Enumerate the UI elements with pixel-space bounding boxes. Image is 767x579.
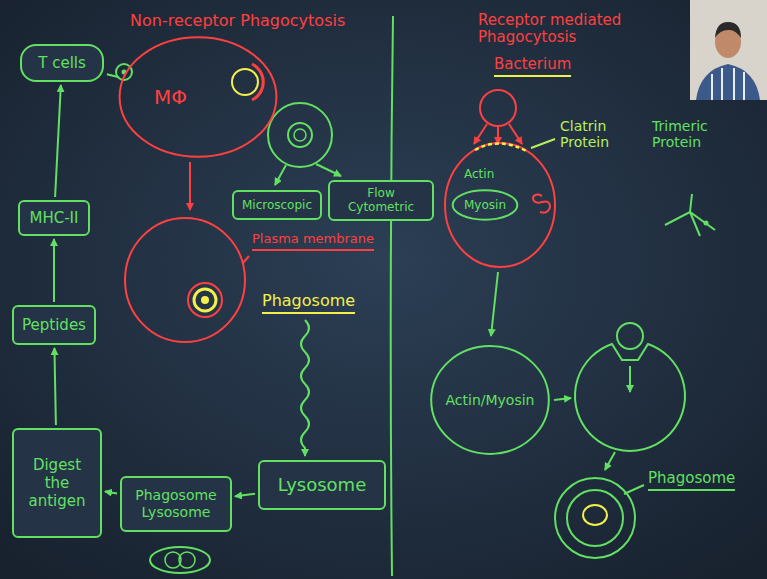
node-text: MΦ: [154, 85, 187, 109]
method-arrow: [275, 165, 286, 185]
node-text: Lysosome: [278, 474, 366, 496]
part-label: Bacterium: [494, 56, 571, 77]
process-box: Peptides: [12, 305, 96, 345]
clathrin-coat: [475, 143, 528, 152]
section-title: Receptor mediated Phagocytosis: [478, 12, 648, 47]
phagosome-ring: [188, 283, 222, 317]
leader-line: [243, 256, 249, 263]
phagosome-outline: [567, 490, 623, 546]
leader-line: [531, 139, 555, 148]
presenter-hair: [715, 22, 741, 38]
coil-symbol: [533, 195, 550, 213]
node-text: Microscopic: [242, 198, 312, 212]
shirt-stripes: [712, 68, 744, 100]
trimeric-dot: [704, 221, 709, 226]
node-ellipse: [453, 190, 518, 219]
cell-circle: Actin/Myosin: [430, 345, 550, 455]
cell-outline: [555, 478, 635, 558]
step-arrow: [605, 452, 615, 470]
node-text: Peptides: [22, 316, 86, 334]
section-title: Non-receptor Phagocytosis: [130, 12, 345, 30]
node-text: Phagosome Lysosome: [128, 487, 224, 521]
stage-label: Phagosome: [648, 470, 735, 491]
connector-arrow: [107, 74, 119, 77]
node-ellipse: [120, 37, 277, 157]
node-text: T cells: [38, 54, 86, 72]
divider-line: [391, 16, 393, 576]
trimeric-symbol: [665, 194, 715, 236]
node-text: Digest the antigen: [20, 456, 94, 510]
presenter-video: [690, 0, 767, 100]
step-arrow: [491, 272, 498, 336]
antigen-particle: [232, 69, 258, 95]
video-ground: [690, 0, 767, 100]
cell-box: T cells: [20, 44, 104, 82]
process-box: Digest the antigen: [12, 428, 102, 538]
connector-arrow: [53, 239, 55, 302]
step-arrow: [629, 366, 631, 392]
process-box: Phagosome Lysosome: [120, 476, 232, 532]
binding-arrow: [509, 124, 522, 144]
engulfing-cell: [575, 344, 685, 451]
macrophage-cell: MΦ: [118, 36, 278, 158]
engulfed-particle: [617, 323, 643, 349]
membrane-engulf: [252, 64, 263, 100]
particle-core: [201, 296, 209, 304]
connector-arrow: [235, 494, 255, 497]
fusion-sketch: [150, 547, 210, 573]
cell-outline: [268, 103, 332, 167]
node-text: Myosin: [464, 198, 506, 212]
wavy-arrow: [301, 320, 309, 456]
presenter-shirt: [696, 64, 760, 100]
organelle-box: Lysosome: [258, 460, 386, 510]
part-label: Actin: [464, 168, 494, 182]
connector-arrow: [54, 348, 55, 425]
stage-label: Phagosome: [262, 292, 355, 314]
node-outline: [118, 36, 278, 158]
protein-circle: Myosin: [452, 190, 518, 220]
cell-outline: [445, 143, 555, 267]
engulfed-particle: [583, 505, 607, 525]
leader-line: [624, 485, 644, 494]
method-box: Microscopic: [232, 190, 322, 220]
binding-arrow: [497, 127, 499, 144]
part-label: Plasma membrane: [252, 232, 374, 251]
bacterium-symbol: [480, 90, 516, 126]
step-arrow: [554, 398, 571, 400]
process-box: MHC-II: [18, 200, 90, 236]
method-box: Flow Cytometric: [328, 180, 434, 221]
connector-arrow: [55, 85, 61, 197]
method-arrow: [316, 164, 341, 176]
node-text: Flow Cytometric: [336, 186, 426, 215]
node-ellipse: [431, 346, 549, 454]
cell-nucleus: [288, 123, 312, 147]
cell-nucleus: [294, 129, 306, 141]
step-arrow: [189, 162, 191, 210]
binding-arrow: [474, 124, 487, 144]
node-text: Actin/Myosin: [446, 392, 535, 409]
phagosome-particle: [194, 289, 216, 311]
part-label: Trimeric Protein: [652, 118, 732, 150]
node-text: MHC-II: [30, 209, 79, 227]
fusion-sketch: [179, 552, 195, 568]
part-label: Clatrin Protein: [560, 118, 645, 150]
cell-outline: [125, 218, 245, 342]
connector-arrow: [105, 491, 117, 493]
